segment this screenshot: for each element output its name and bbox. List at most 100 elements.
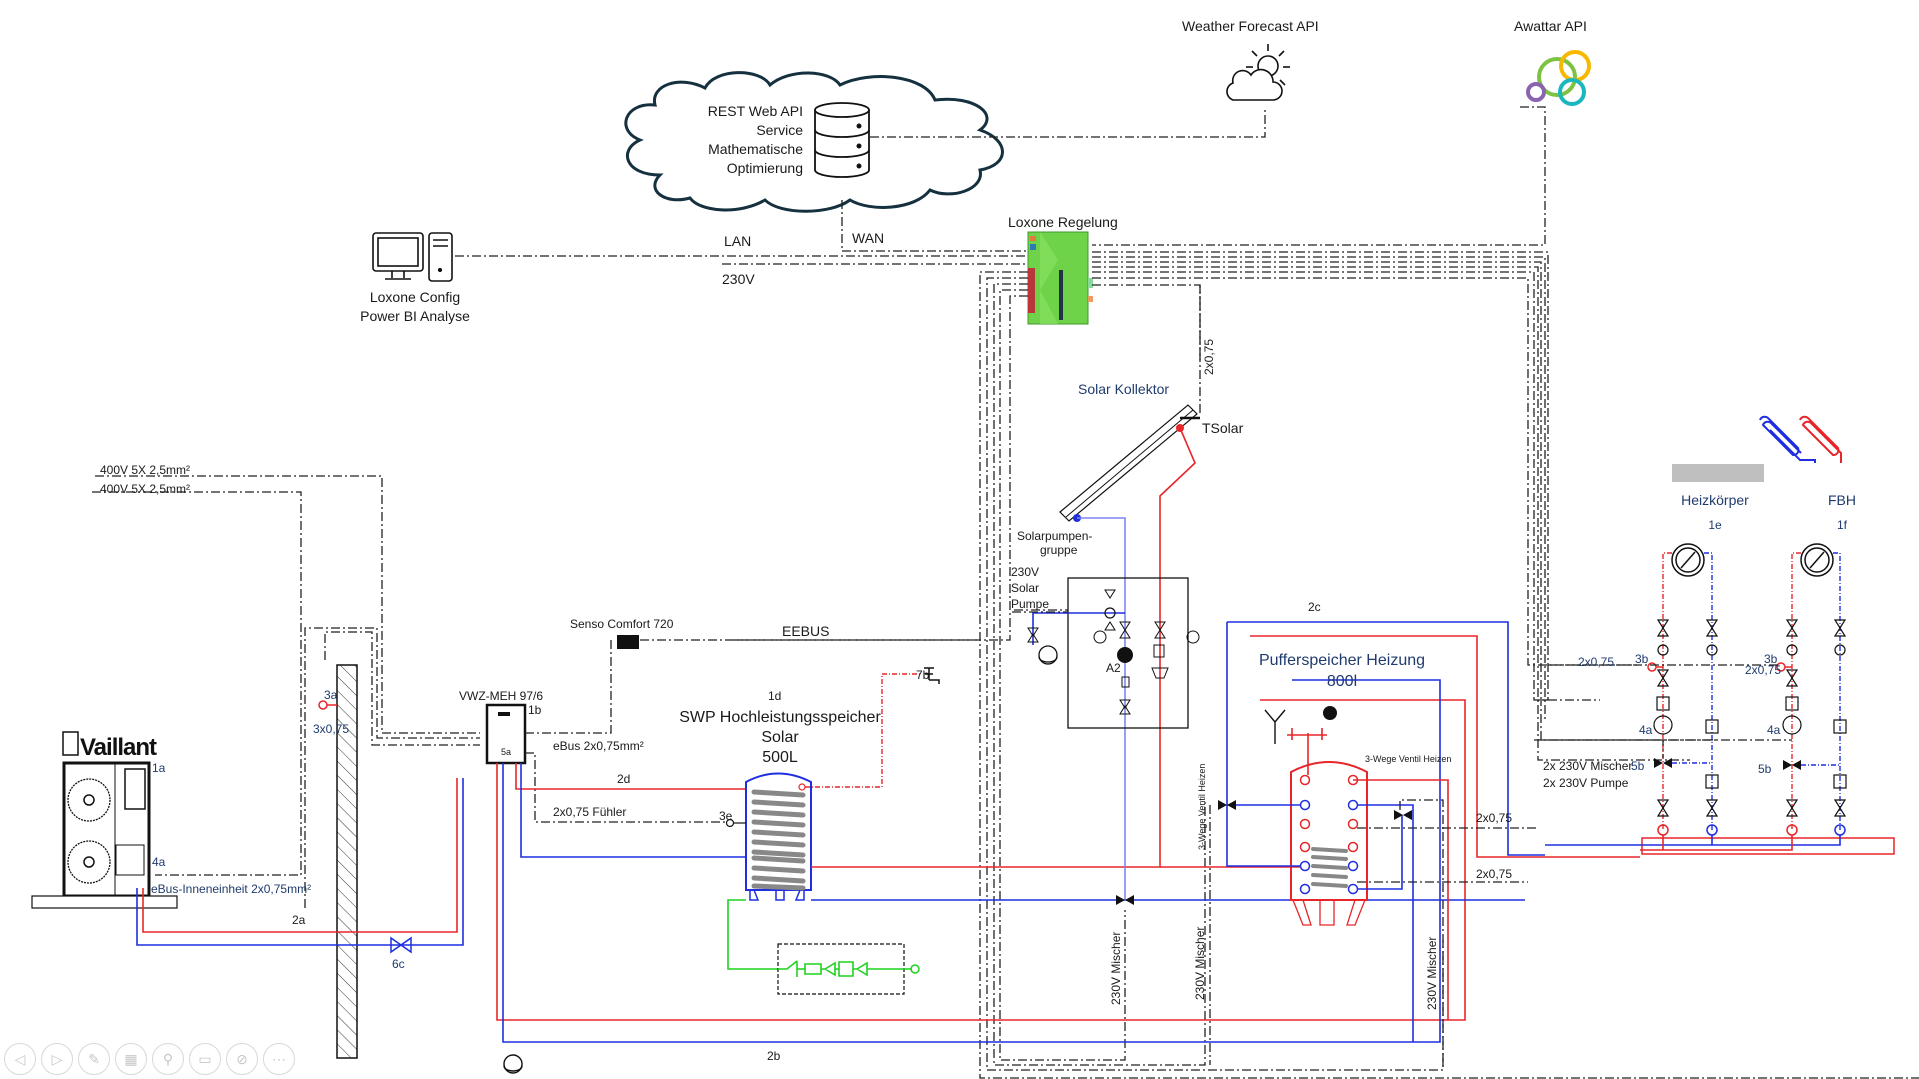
pipe-2c-return [1227,621,1545,856]
buffer-line-1: Pufferspeicher Heizung [1259,652,1425,669]
dhw-tank-line-3: 500L [762,749,798,766]
solar-collector-return [1077,517,1126,900]
fbh-return [1833,552,1841,830]
sensor-3a-cable: 3x0,75 [313,722,349,736]
heizkoerper-id: 1e [1708,518,1722,532]
mixer-5b-valves [1654,758,1840,770]
fbh-cable-label: 2x0,75 [1745,663,1781,677]
buffer-storage-tank [1264,706,1368,926]
fbh-id: 1f [1837,518,1848,532]
solar-cable-label: 2x0,75 [1202,339,1216,375]
dhw-storage-tank [745,772,812,901]
weather-link-cable [870,108,1266,138]
solar-pump-label-3: Pumpe [1011,597,1049,611]
next-icon: ▷ [51,1050,63,1067]
heat-meter-1f [1800,543,1834,577]
fbh-mixer-label: 5b [1758,762,1772,776]
mixer-label-1: 230V Mischer [1109,932,1123,1005]
buffer-valve-label-vertical: 3-Wege Ventil Heizen [1197,764,1207,850]
power-cable-1 [95,475,480,734]
radiator-icon [1672,464,1764,482]
camera-off-icon: ⊘ [236,1050,248,1067]
subtitles-icon: ▭ [198,1050,212,1067]
zoom-button[interactable]: ⚲ [152,1043,184,1075]
circuits-power-line-1: 2x 230V Mischer [1543,759,1632,773]
buffer-valve-label: 3-Wege Ventil Heizen [1365,754,1451,764]
hot-water-line [805,673,920,788]
wan-label: WAN [852,230,884,246]
eebus-label: EEBUS [782,623,829,639]
building-wall [336,664,358,1059]
cloud-line-2: Service [756,122,803,138]
valve-6c-label: 6c [392,957,405,971]
230v-label: 230V [722,271,755,287]
circuits-power-line-2: 2x 230V Pumpe [1543,776,1629,790]
power-cable-2 [92,491,302,876]
expansion-vessel-icon [503,1054,523,1074]
indoor-unit-sub: 5a [501,747,511,757]
heat-meter-1e [1671,543,1705,577]
pump-a2-label: A2 [1106,661,1121,675]
cloud-line-4: Optimierung [727,160,803,176]
more-icon: ⋯ [272,1050,286,1067]
vaillant-outdoor-unit: Vaillant [31,731,178,909]
buffer-mixer-loop [1358,815,1403,890]
fbh-pump-label: 4a [1767,723,1781,737]
outdoor-sensor-3a [318,700,337,710]
outdoor-ebus-label: eBus-Inneneinheit 2x0,75mm² [151,882,311,896]
sensor-3e [725,818,746,828]
previous-slide-button[interactable]: ◁ [4,1043,36,1075]
fbh-supply [1791,552,1801,830]
see-all-slides-button[interactable]: ▦ [115,1043,147,1075]
dhw-tank-id: 1d [768,689,781,703]
hk-mixer-label: 5b [1631,759,1645,773]
pen-icon: ✎ [88,1050,100,1067]
hk-pump-label: 4a [1639,723,1653,737]
floor-heating-icon [1759,415,1842,463]
senso-label: Senso Comfort 720 [570,617,674,631]
buffer-sensor-cables [1357,827,1538,883]
cloud-line-3: Mathematische [708,141,803,157]
magnifier-icon: ⚲ [162,1050,174,1067]
next-slide-button[interactable]: ▷ [41,1043,73,1075]
pipe-2a-label: 2a [292,913,306,927]
awattar-link-cable [1092,106,1546,246]
mixer-label-2: 230V Mischer [1193,927,1207,1000]
database-icon [814,102,870,178]
fbh-label: FBH [1828,492,1856,508]
pipe-2d-label: 2d [617,772,630,786]
solar-pump-group [1027,577,1200,729]
cloud-service: REST Web API Service Mathematische Optim… [624,71,1004,213]
ebus-senso-cable [525,640,612,734]
pen-button[interactable]: ✎ [78,1043,110,1075]
buffer-return-pipes [1226,622,1414,1042]
buffer-supply-pipes [1160,779,1449,1020]
power-label-2: 400V 5X 2,5mm² [100,482,190,496]
more-options-button[interactable]: ⋯ [263,1043,295,1075]
pipe-2a-return [136,778,464,946]
wan-cable [841,200,1050,252]
solar-pump-label-2: Solar [1011,581,1039,595]
lan-label: LAN [724,233,751,249]
sensor-cable-3a [324,631,480,746]
ebus-cable-outdoor [304,627,480,908]
three-way-valve-left [1218,800,1236,810]
manifold-supply [1640,835,1793,851]
pipe-2d-return [520,763,746,858]
outdoor-4a-label: 4a [152,855,166,869]
distributor-connectors [1657,824,1846,836]
weather-api-label: Weather Forecast API [1182,18,1319,34]
awattar-logo [1526,50,1591,106]
awattar-api-label: Awattar API [1514,18,1587,34]
solar-supply-pipe [811,427,1196,868]
dhw-tank-line-1: SWP Hochleistungsspeicher [679,709,881,726]
pipe-2b-return [502,679,1441,1043]
mixer-label-3: 230V Mischer [1425,937,1439,1010]
camera-off-button[interactable]: ⊘ [226,1043,258,1075]
power-label-1: 400V 5X 2,5mm² [100,463,190,477]
hk-supply [1662,552,1672,830]
subtitles-button[interactable]: ▭ [189,1043,221,1075]
pc-line-1: Loxone Config [370,289,460,305]
tap-icon [924,667,940,684]
